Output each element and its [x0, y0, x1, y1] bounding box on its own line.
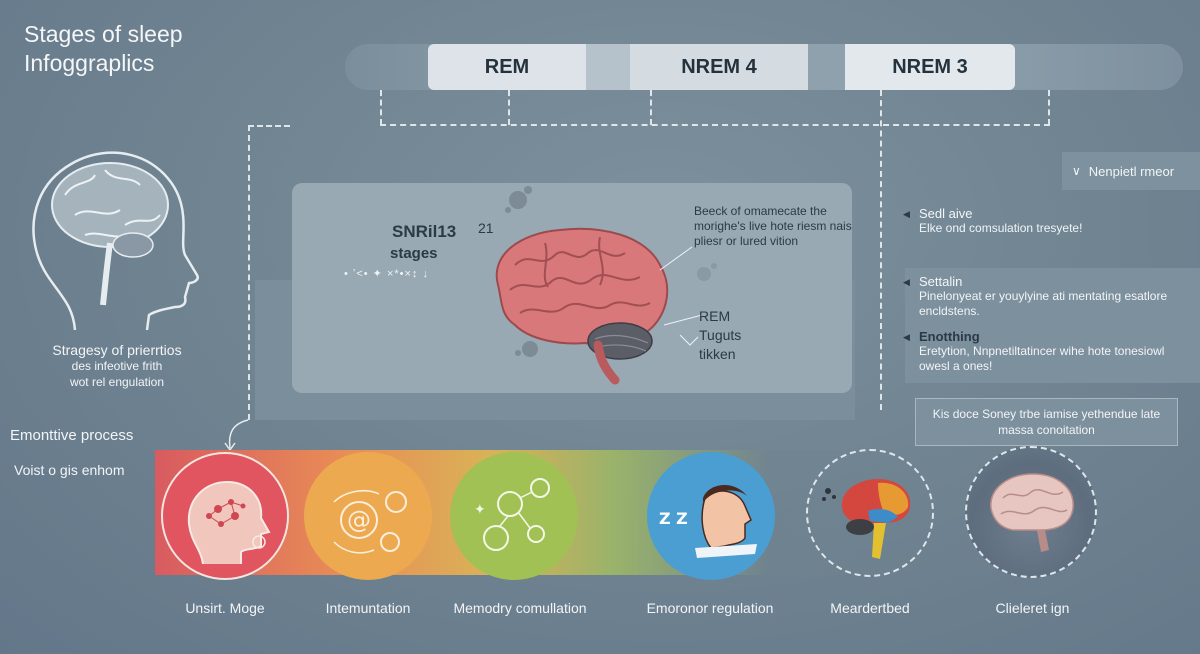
arrow-left-icon: ◀: [903, 332, 910, 342]
brain-illustration: [495, 227, 669, 385]
left-caption-line-2: des infeotive frith: [71, 359, 163, 373]
tab-rem[interactable]: REM: [428, 44, 586, 90]
bottom-caption: Emoronor regulation: [646, 600, 774, 616]
stage-circle-5[interactable]: [806, 449, 934, 577]
left-caption-line-3: wot rel engulation: [69, 375, 165, 389]
left-caption: Stragesy of prierrtios des infeotive fri…: [22, 342, 212, 390]
tab-divider: [586, 44, 630, 90]
memory-network-icon: ✦: [474, 478, 550, 551]
note-text: Pinelonyeat er youylyine ati mentating e…: [919, 289, 1168, 318]
leader-lines: [659, 246, 703, 346]
colored-brain-icon: [822, 479, 911, 559]
arrow-left-icon: ◀: [903, 277, 910, 287]
note-item: ◀ Enotthing Eretytion, Nnpnetiltatincer …: [903, 329, 1179, 374]
head-network-icon: [187, 480, 271, 565]
sleeping-face-icon: Z Z: [659, 484, 757, 558]
connector-line: [380, 90, 382, 125]
stage-circle-3[interactable]: ✦: [450, 452, 578, 580]
svg-text:@: @: [347, 506, 371, 534]
connector-line: [508, 90, 510, 125]
rem-annotation-line-2: tikken: [699, 346, 736, 362]
voist-label: Voist o gis enhom: [14, 462, 125, 478]
stage-circle-1[interactable]: [161, 452, 289, 580]
brain-icon: [990, 473, 1074, 552]
tab-nrem-4[interactable]: NREM 4: [630, 44, 808, 90]
note-text: Eretytion, Nnpnetiltatincer wihe hote to…: [919, 344, 1165, 373]
connector-line: [248, 125, 250, 420]
page-title: Stages of sleep Infoggraplics: [24, 20, 183, 78]
svg-text:Z Z: Z Z: [659, 509, 688, 528]
head-profile-icon: [32, 151, 199, 331]
connector-line: [1048, 90, 1050, 125]
chevron-down-icon: ∨: [1072, 164, 1081, 178]
curved-arrow-icon: [224, 419, 249, 452]
splash-decoration: [515, 341, 538, 357]
arrow-left-icon: ◀: [903, 209, 910, 219]
tab-nrem-3[interactable]: NREM 3: [845, 44, 1015, 90]
rem-annotation-line-1: Tuguts: [699, 327, 742, 343]
stage-circle-2[interactable]: @: [304, 452, 432, 580]
note-text: Elke ond comsulation tresyete!: [919, 221, 1083, 235]
note-heading: Enotthing: [919, 329, 980, 344]
bottom-caption: Clieleret ign: [995, 600, 1070, 616]
at-symbol-icon: @: [333, 490, 407, 554]
center-label: SNRil13: [392, 222, 457, 241]
stage-circle-6[interactable]: [965, 446, 1097, 578]
svg-text:✦: ✦: [474, 502, 486, 518]
stage-circle-4[interactable]: Z Z: [647, 452, 775, 580]
center-number: 21: [478, 220, 494, 236]
rem-annotation: REM Tuguts tikken: [699, 307, 741, 364]
dropdown-label: Nenpietl rmeor: [1088, 163, 1175, 179]
connector-line: [650, 90, 652, 125]
bottom-caption: Memodry comullation: [453, 600, 587, 616]
note-heading: Sedl aive: [919, 206, 973, 221]
neuro-dropdown[interactable]: ∨ Nenpietl rmeor: [1062, 152, 1200, 190]
rem-annotation-title: REM: [699, 308, 731, 324]
bottom-caption: Meardertbed: [830, 600, 910, 616]
note-item: ◀ Sedl aive Elke ond comsulation tresyet…: [903, 206, 1119, 236]
center-sub-label: stages: [390, 245, 438, 262]
info-box: Kis doce Soney trbe iamise yethendue lat…: [915, 398, 1178, 446]
bottom-caption: Unsirt. Moge: [185, 600, 265, 616]
connector-line: [380, 124, 1050, 126]
connector-line: [248, 125, 290, 127]
splash-decoration: [697, 263, 717, 281]
connector-line: [880, 90, 882, 410]
bottom-caption: Intemuntation: [325, 600, 411, 616]
note-item: ◀ Settalin Pinelonyeat er youylyine ati …: [903, 274, 1179, 319]
splash-decoration: [505, 186, 532, 213]
formula-text: • ʼ<• ✦ ×*•×↕ ↓: [344, 268, 429, 280]
emotive-process-label: Emonttive process: [10, 427, 134, 444]
title-line-2: Infoggraplics: [24, 50, 155, 76]
left-caption-title: Stragesy of prierrtios: [52, 342, 182, 358]
brain-description: Beeck of omamecate the morighe's live ho…: [694, 204, 852, 248]
note-heading: Settalin: [919, 274, 963, 289]
title-line-1: Stages of sleep: [24, 21, 183, 47]
right-notes-panel: [905, 268, 1200, 383]
